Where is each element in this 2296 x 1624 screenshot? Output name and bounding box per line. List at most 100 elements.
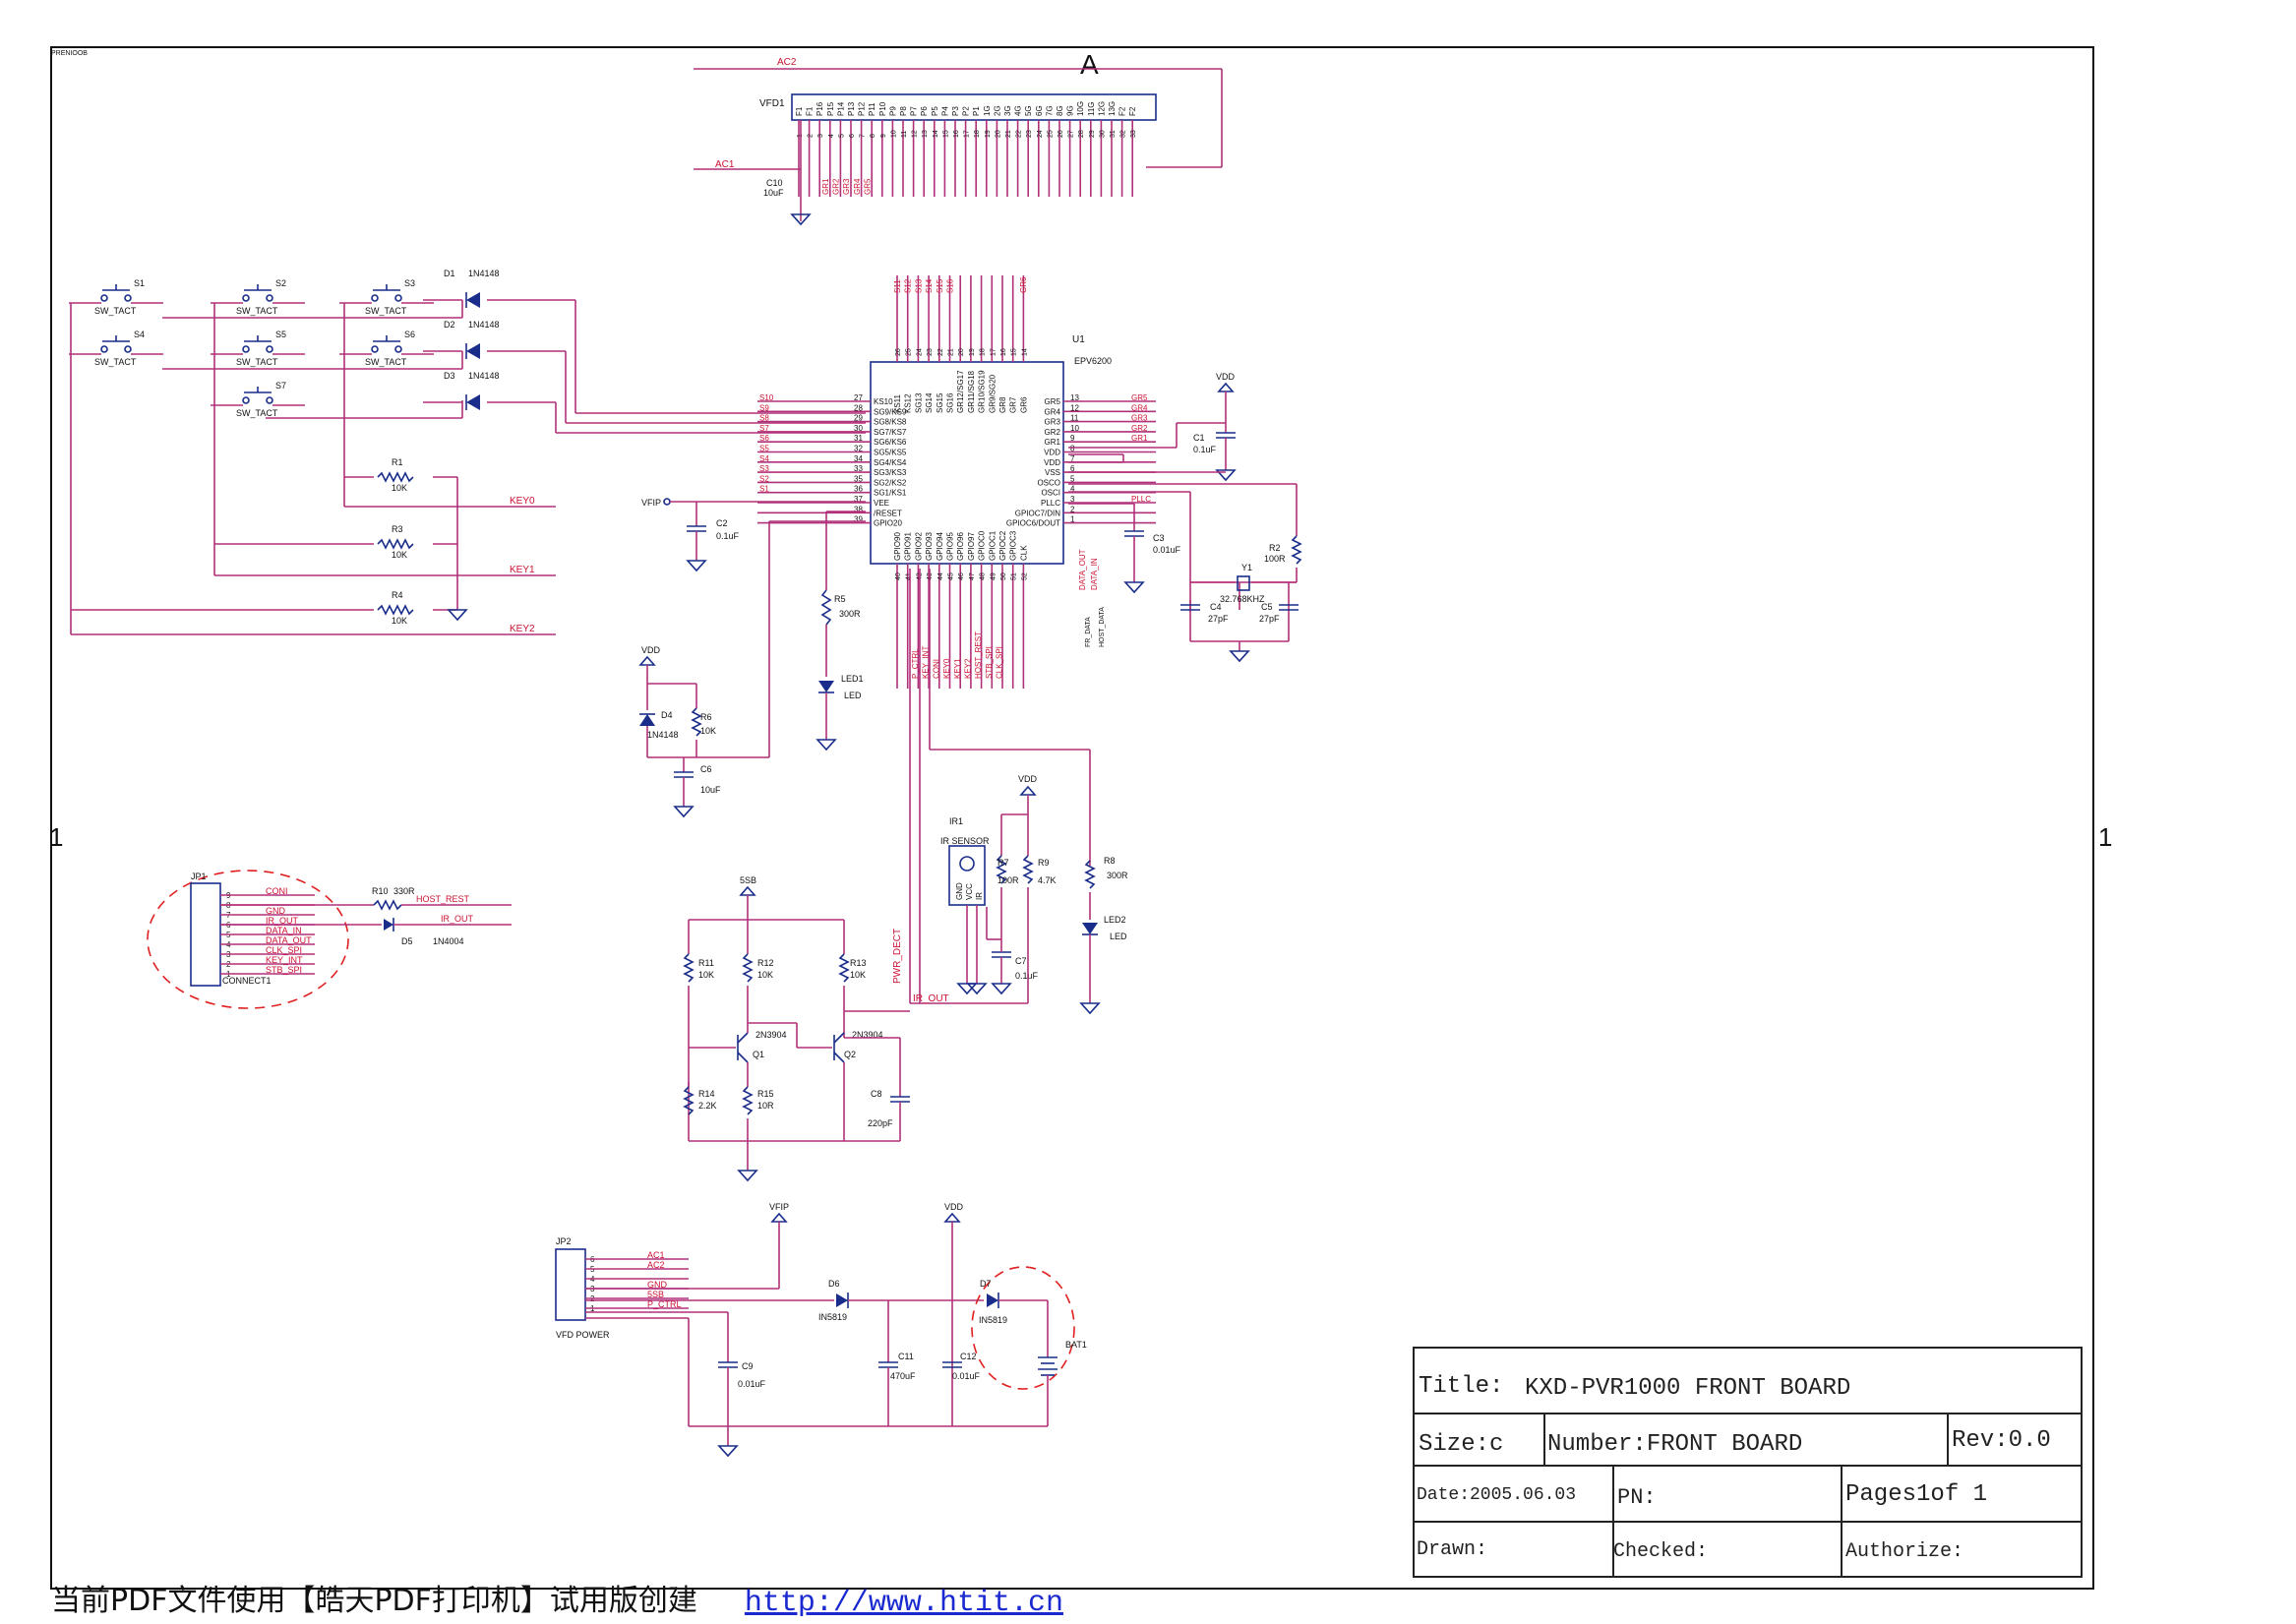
c7-ref: C7: [1015, 956, 1027, 966]
u1-left-pin-net: S3: [759, 464, 769, 473]
c3-value: 0.01uF: [1153, 545, 1181, 555]
jp1-pin-net: DATA_IN: [266, 926, 302, 935]
jp2-pin-net: 5SB: [647, 1290, 664, 1299]
resistor-ref: R3: [392, 524, 403, 534]
vfd-pin-label: P11: [868, 102, 876, 116]
r11-ref: R11: [698, 958, 714, 968]
u1-top-pin-number: 15: [1011, 348, 1018, 356]
u1-right-pin-number: 1: [1070, 515, 1075, 524]
u1-bottom-pin-name: GPIO92: [914, 532, 923, 561]
diode-symbol: [466, 292, 480, 308]
vfd-pin-label: P5: [931, 106, 939, 116]
r9-value: 4.7K: [1038, 875, 1057, 885]
u1-left-pin-net: S2: [759, 474, 769, 483]
vfd-pin-label: F2: [1128, 106, 1137, 116]
pages-field: Pages1of 1: [1845, 1481, 1987, 1508]
d7-ref: D7: [980, 1279, 992, 1289]
u1-left-pin-number: 39: [854, 515, 863, 524]
u1-top-pin-name: SG15: [936, 392, 944, 413]
u1-left-pin-net: S9: [759, 403, 769, 412]
vfd-pin-label: P16: [816, 101, 824, 116]
u1-top-pin-number: 24: [916, 348, 923, 356]
u1-top-pin-name: SG14: [925, 392, 934, 413]
vfd-pin-label: P1: [972, 106, 981, 116]
u1-top-pin-number: 19: [969, 348, 976, 356]
vfd-pin-label: 8G: [1056, 105, 1064, 116]
u1-support: VFIP C2 0.1uF R5 300R LED1 LED VDD D4 1N…: [638, 372, 1302, 818]
vfd-pin-number: 20: [995, 130, 1001, 138]
u1-bottom-pin-number: 52: [1021, 572, 1028, 580]
led2-ref: LED2: [1104, 915, 1126, 925]
zone-marker-top: A: [1080, 49, 1099, 80]
vfd-net-ac1: AC1: [715, 159, 735, 170]
net-ir-out: IR_OUT: [913, 993, 949, 1004]
resistor-symbol: [377, 538, 414, 550]
watermark-link[interactable]: http://www.htit.cn: [744, 1587, 1063, 1620]
vfd-pin-number: 23: [1026, 130, 1033, 138]
title-block: Title: KXD-PVR1000 FRONT BOARD Size:c Nu…: [1413, 1347, 2083, 1578]
vfd-pin-label: 5G: [1024, 105, 1033, 116]
vfd-pin-label: 9G: [1066, 105, 1075, 116]
u1-left-pin-name: SG9/KS9: [874, 407, 907, 416]
resistor-ref: R1: [392, 457, 403, 467]
u1-right-pin-name: VDD: [1044, 449, 1060, 457]
u1-left-pin-number: 37: [854, 495, 863, 504]
d6-ref: D6: [828, 1279, 840, 1289]
vfd-pin-label: P2: [962, 106, 971, 116]
u1-top-pin-name: GR11/SG18: [967, 370, 976, 413]
diode-ref: D2: [444, 320, 455, 330]
r10-value: 330R: [393, 886, 415, 896]
u1-left-pin-net: S5: [759, 445, 769, 453]
switch-contact: [242, 396, 250, 404]
title-value: KXD-PVR1000 FRONT BOARD: [1525, 1375, 1850, 1402]
u1-left-pin-net: S10: [759, 393, 774, 402]
switch-contact: [266, 396, 273, 404]
switch-contact: [124, 294, 132, 302]
u1-right-pin-net: GR1: [1131, 434, 1148, 443]
vfd-pin-number: 9: [880, 134, 887, 138]
net-pwr-dect: PWR_DECT: [892, 929, 903, 984]
u1-left-pin-name: SG5/KS5: [874, 449, 907, 457]
u1-right-pin-name: GR2: [1045, 428, 1061, 437]
jp1-pin-net: GND: [266, 906, 286, 916]
jp2-pin-net: AC2: [647, 1260, 665, 1270]
u1-bottom-pin-name: GPIOC2: [998, 530, 1007, 561]
vfd-pin-label: P8: [899, 106, 908, 116]
vdd-d4-label: VDD: [641, 645, 661, 655]
c7-value: 0.1uF: [1015, 971, 1039, 981]
u1-left-pin-number: 36: [854, 485, 863, 494]
switch-type: SW_TACT: [94, 306, 137, 316]
switch-type: SW_TACT: [236, 408, 278, 418]
ir-pin-ir: IR: [975, 892, 984, 900]
u1-right-pin-number: 12: [1070, 403, 1079, 412]
watermark-text: 当前PDF文件使用【皓天PDF打印机】试用版创建: [51, 1584, 697, 1618]
r8-value: 300R: [1107, 871, 1128, 880]
net-jp1-irout: IR_OUT: [441, 914, 474, 924]
c5-ref: C5: [1261, 602, 1273, 612]
u1-left-pin-net: S1: [759, 485, 769, 494]
u1-right-pin-name: PLLC: [1041, 499, 1060, 508]
u1-top-pin-name: GR12/SG17: [956, 370, 965, 413]
u1-left-pin-number: 31: [854, 434, 863, 443]
u1-bottom-pin-name: GPIOC0: [978, 530, 987, 561]
u1-bottom-pin-name: GPIOC3: [1009, 530, 1018, 561]
r2-value: 100R: [1264, 554, 1286, 564]
jp2-name: VFD POWER: [556, 1330, 610, 1340]
vfd-pin-label: F2: [1118, 106, 1127, 116]
resistor-value: 10K: [392, 483, 407, 493]
c4-ref: C4: [1210, 602, 1222, 612]
u1-left-pin-name: SG7/KS7: [874, 428, 907, 437]
r6-value: 10K: [700, 726, 716, 736]
vfd-pin-number: 19: [985, 130, 992, 138]
vfd-pin-label: P15: [826, 101, 835, 116]
c11-ref: C11: [898, 1352, 914, 1361]
u1-top-pin-net: S12: [904, 278, 913, 293]
diode-value: 1N4148: [468, 269, 500, 278]
vfd-pin-number: 5: [838, 134, 845, 138]
d6-value: IN5819: [818, 1312, 847, 1322]
vdd-power-label: VDD: [944, 1202, 964, 1212]
vfd-pin-number: 27: [1068, 130, 1075, 138]
vfd-pin-number: 15: [942, 130, 949, 138]
q2-ref: Q2: [844, 1050, 856, 1059]
